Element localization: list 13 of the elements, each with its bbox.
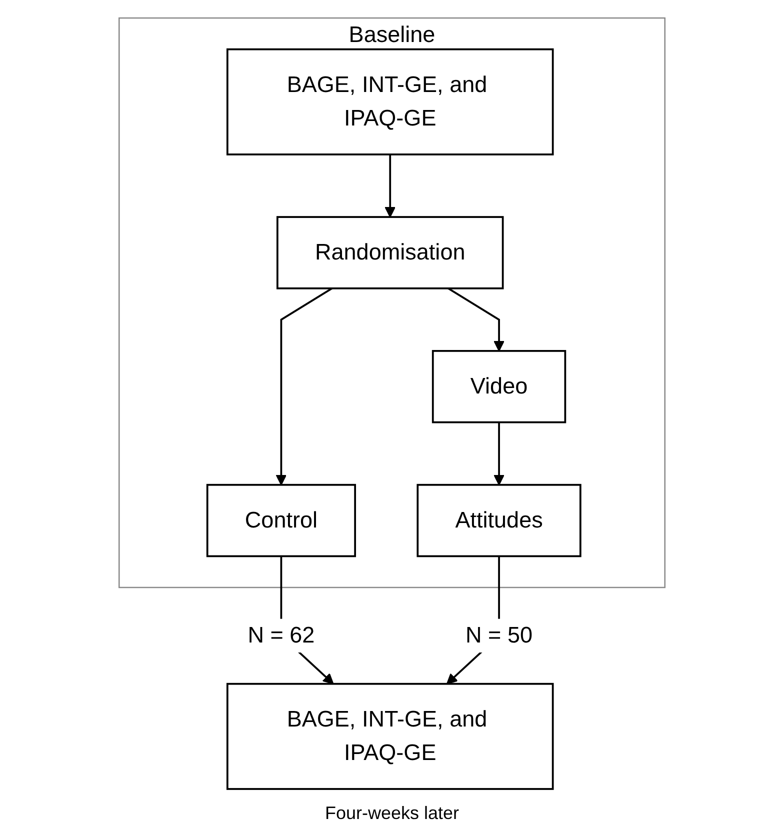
- arrow: [448, 288, 505, 352]
- node-box: Video: [432, 350, 566, 424]
- edge-label: N = 62: [248, 622, 315, 648]
- node-box: BAGE, INT-GE, and IPAQ-GE: [226, 48, 554, 156]
- time-point-label: Four-weeks later: [324, 803, 460, 824]
- edge-label: N = 50: [466, 622, 533, 648]
- node-box: BAGE, INT-GE, and IPAQ-GE: [226, 682, 554, 790]
- arrow: [276, 288, 333, 486]
- node-box: Randomisation: [276, 216, 504, 290]
- node-box: Control: [206, 484, 356, 558]
- node-box: Attitudes: [416, 484, 582, 558]
- arrow: [384, 154, 396, 218]
- arrow: [494, 422, 505, 486]
